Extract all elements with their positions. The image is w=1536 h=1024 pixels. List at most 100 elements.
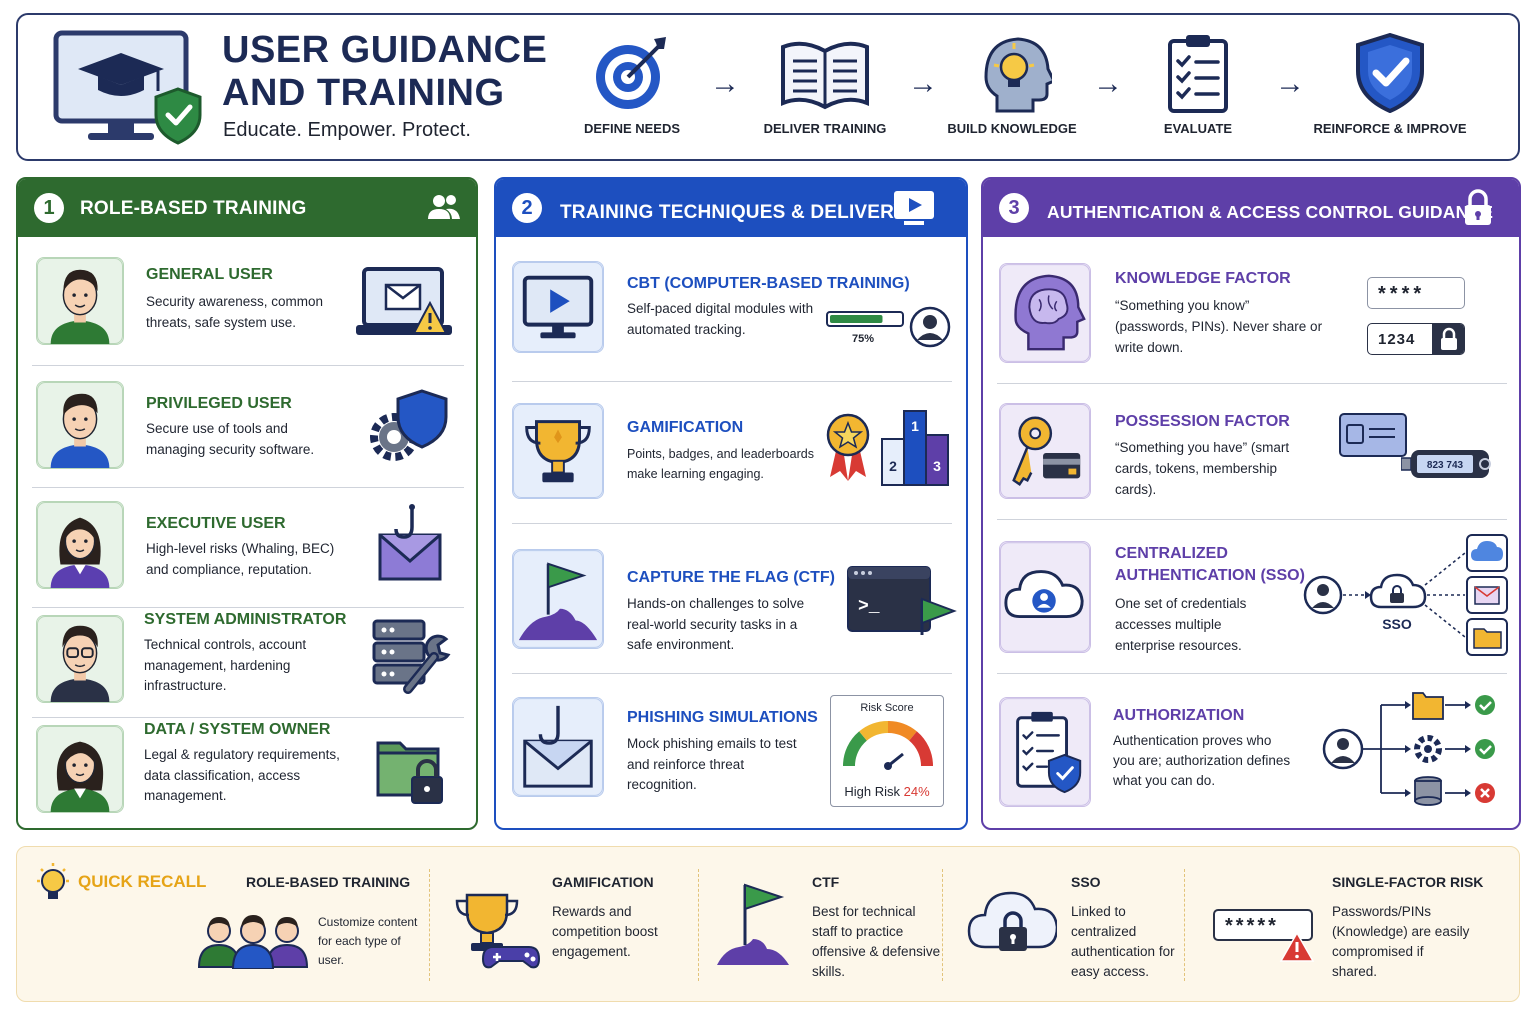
recall-title: SSO xyxy=(1071,874,1101,890)
users-icon xyxy=(428,195,460,219)
step-label: REINFORCE & IMPROVE xyxy=(1313,121,1467,136)
divider xyxy=(698,869,699,981)
role-item-executive-user: EXECUTIVE USER High-level risks (Whaling… xyxy=(36,501,461,591)
recall-description: Customize content for each type of user. xyxy=(318,915,418,967)
title-line-1: USER GUIDANCE xyxy=(222,29,548,71)
cloud-user-icon xyxy=(999,541,1091,653)
warning-triangle-icon xyxy=(1279,931,1315,962)
panel-authentication-access-control: 3 AUTHENTICATION & ACCESS CONTROL GUIDAN… xyxy=(981,177,1521,830)
divider xyxy=(512,523,952,524)
gauge-readout: High Risk 24% xyxy=(831,784,943,799)
pin-value: 1234 xyxy=(1378,331,1416,348)
role-description: Secure use of tools and managing securit… xyxy=(146,421,315,457)
head-lightbulb-icon xyxy=(984,37,1052,113)
password-field-display: **** xyxy=(1367,277,1465,309)
hook-envelope-icon xyxy=(512,697,604,797)
role-description: Security awareness, common threats, safe… xyxy=(146,294,324,330)
cloud-lock-icon xyxy=(967,891,1057,951)
divider xyxy=(512,381,952,382)
auth-title-line-2: AUTHENTICATION (SSO) xyxy=(1115,567,1305,584)
step-deliver-training: DELIVER TRAINING xyxy=(745,33,905,136)
clipboard-shield-icon xyxy=(999,697,1091,807)
divider xyxy=(997,383,1507,384)
auth-description: One set of credentials accesses multiple… xyxy=(1115,596,1247,653)
divider xyxy=(997,673,1507,674)
shield-check-icon xyxy=(1356,33,1424,113)
divider xyxy=(32,607,464,608)
title-line-2: AND TRAINING xyxy=(222,72,505,114)
person-avatar-icon xyxy=(36,501,124,589)
sso-label: SSO xyxy=(1382,616,1412,632)
divider xyxy=(32,717,464,718)
auth-title: KNOWLEDGE FACTOR xyxy=(1115,270,1291,287)
role-title: EXECUTIVE USER xyxy=(146,515,286,532)
step-define-needs: DEFINE NEEDS xyxy=(552,33,712,136)
role-title: DATA / SYSTEM OWNER xyxy=(144,721,331,738)
divider xyxy=(32,365,464,366)
progress-label: 75% xyxy=(852,333,875,345)
sso-diagram-icon: SSO xyxy=(1303,534,1508,656)
user-circle-icon xyxy=(909,306,951,348)
recall-description: Rewards and competition boost engagement… xyxy=(552,904,658,959)
pin-field-display: 1234 xyxy=(1367,323,1465,355)
gear-shield-icon xyxy=(370,389,448,461)
technique-title: PHISHING SIMULATIONS xyxy=(627,709,818,726)
recall-title: GAMIFICATION xyxy=(552,874,654,890)
panel-number: 2 xyxy=(512,193,542,223)
divider xyxy=(1184,869,1185,981)
medal-star-icon xyxy=(826,413,870,481)
person-avatar-icon xyxy=(36,725,124,813)
risk-score-gauge: Risk Score High Risk 24% xyxy=(830,695,944,807)
terminal-prompt: >_ xyxy=(858,597,880,617)
podium-first: 1 xyxy=(911,418,919,434)
panel-title: TRAINING TECHNIQUES & DELIVERY xyxy=(560,202,907,223)
technique-item-ctf: CAPTURE THE FLAG (CTF) Hands-on challeng… xyxy=(512,549,957,652)
role-title: PRIVILEGED USER xyxy=(146,395,292,412)
lock-icon xyxy=(1465,189,1491,225)
recall-description: Best for technical staff to practice off… xyxy=(812,904,941,979)
gauge-title: Risk Score xyxy=(860,702,914,714)
padlock-icon xyxy=(1432,324,1464,354)
step-evaluate: EVALUATE xyxy=(1118,33,1278,136)
podium-third: 3 xyxy=(933,458,941,474)
technique-description: Points, badges, and leaderboards make le… xyxy=(627,447,814,481)
brain-head-icon xyxy=(999,263,1091,363)
podium-leaderboard-icon: 1 2 3 xyxy=(881,410,949,486)
flag-mountain-icon xyxy=(717,883,789,965)
role-description: High-level risks (Whaling, BEC) and comp… xyxy=(146,541,335,577)
lightbulb-icon xyxy=(37,863,69,899)
header-banner: USER GUIDANCE AND TRAINING Educate. Empo… xyxy=(16,13,1520,161)
recall-description: Passwords/PINs (Knowledge) are easily co… xyxy=(1332,904,1470,979)
monitor-play-icon xyxy=(512,261,604,353)
recall-password-mask: ***** xyxy=(1225,915,1279,937)
divider xyxy=(942,869,943,981)
video-play-icon xyxy=(894,191,934,225)
divider xyxy=(512,673,952,674)
terminal-flag-icon: >_ xyxy=(847,566,957,635)
role-description: Technical controls, account management, … xyxy=(144,637,307,693)
recall-title: ROLE-BASED TRAINING xyxy=(246,874,411,890)
phishing-envelope-icon xyxy=(378,504,442,581)
role-title: GENERAL USER xyxy=(146,266,273,283)
monitor-graduation-icon xyxy=(53,30,202,145)
step-label: EVALUATE xyxy=(1163,121,1233,136)
tagline: Educate. Empower. Protect. xyxy=(223,119,471,141)
gauge-label: High Risk xyxy=(844,784,900,799)
arrow-icon: → xyxy=(710,67,740,100)
divider xyxy=(429,869,430,981)
open-book-icon xyxy=(781,41,869,110)
quick-recall-title: QUICK RECALL xyxy=(78,872,207,891)
panel-number: 3 xyxy=(999,193,1029,223)
step-label: DELIVER TRAINING xyxy=(763,121,887,136)
hardware-token-icon: 823 743 xyxy=(1401,450,1491,478)
auth-description: “Something you have” (smart cards, token… xyxy=(1115,440,1290,497)
recall-description: Linked to centralized authentication for… xyxy=(1071,904,1175,979)
folder-lock-icon xyxy=(376,741,443,804)
step-reinforce-improve: REINFORCE & IMPROVE xyxy=(1310,33,1470,136)
technique-title: CBT (COMPUTER-BASED TRAINING) xyxy=(627,275,910,292)
technique-item-phishing-simulations: PHISHING SIMULATIONS Mock phishing email… xyxy=(512,695,957,807)
panel-header: 1 ROLE-BASED TRAINING xyxy=(18,179,476,237)
arrow-icon: → xyxy=(1093,67,1123,100)
podium-second: 2 xyxy=(889,458,897,474)
